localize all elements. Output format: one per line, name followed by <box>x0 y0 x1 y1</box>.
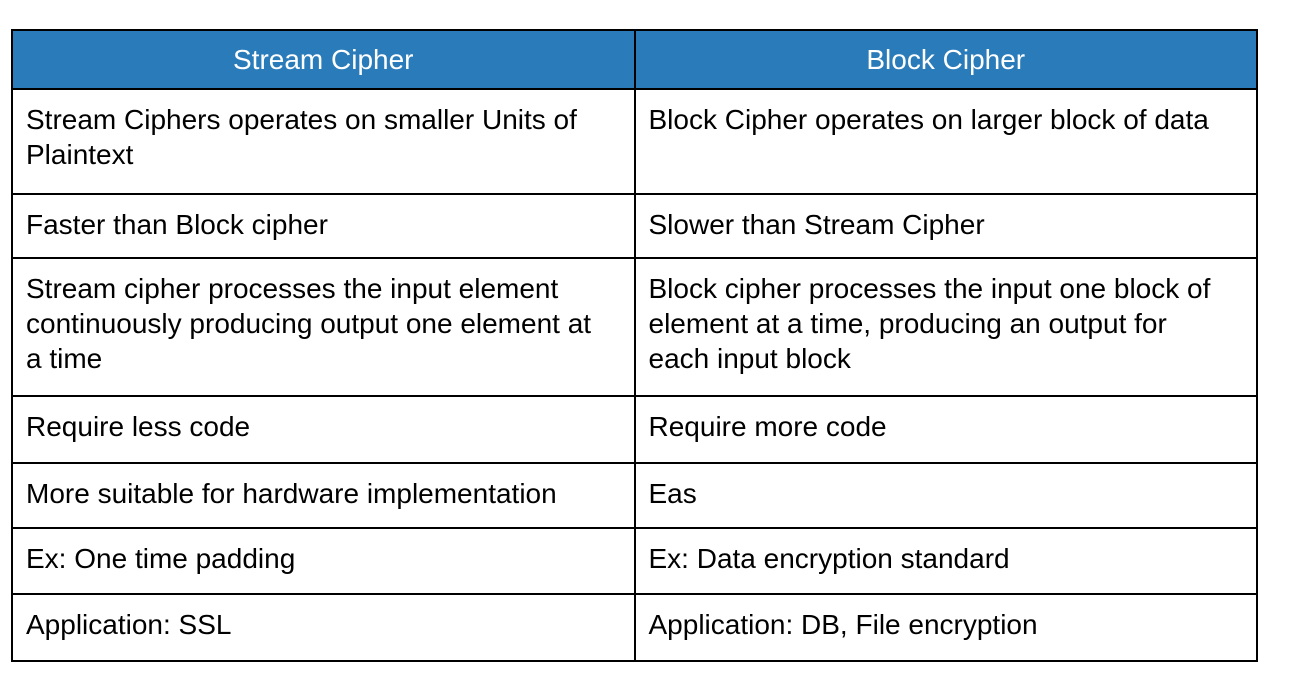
table-cell: Ex: Data encryption standard <box>633 527 1258 595</box>
table-row: More suitable for hardware implementatio… <box>11 462 1258 529</box>
table-row: Application: SSL Application: DB, File e… <box>11 593 1258 662</box>
table-cell: Application: SSL <box>11 593 636 662</box>
table-row: Faster than Block cipher Slower than Str… <box>11 193 1258 259</box>
table-row: Stream Ciphers operates on smaller Units… <box>11 88 1258 195</box>
table-cell: Ex: One time padding <box>11 527 636 595</box>
header-row: Stream Cipher Block Cipher <box>11 29 1258 90</box>
table-cell: Require less code <box>11 395 636 464</box>
table-cell: Require more code <box>633 395 1258 464</box>
table-cell: Application: DB, File encryption <box>633 593 1258 662</box>
table-cell: Stream Ciphers operates on smaller Units… <box>11 88 636 195</box>
column-header-stream-cipher: Stream Cipher <box>11 29 636 90</box>
table-cell: Faster than Block cipher <box>11 193 636 259</box>
table-cell: Block Cipher operates on larger block of… <box>633 88 1258 195</box>
table-cell: Stream cipher processes the input elemen… <box>11 257 636 397</box>
cipher-comparison-table: Stream Cipher Block Cipher Stream Cipher… <box>11 29 1258 662</box>
table-row: Require less code Require more code <box>11 395 1258 464</box>
column-header-block-cipher: Block Cipher <box>633 29 1258 90</box>
table-cell: Block cipher processes the input one blo… <box>633 257 1258 397</box>
table-row: Ex: One time padding Ex: Data encryption… <box>11 527 1258 595</box>
table-row: Stream cipher processes the input elemen… <box>11 257 1258 397</box>
table-cell: Eas <box>633 462 1258 529</box>
table-cell: Slower than Stream Cipher <box>633 193 1258 259</box>
table-container: Stream Cipher Block Cipher Stream Cipher… <box>11 29 1258 662</box>
table-cell: More suitable for hardware implementatio… <box>11 462 636 529</box>
